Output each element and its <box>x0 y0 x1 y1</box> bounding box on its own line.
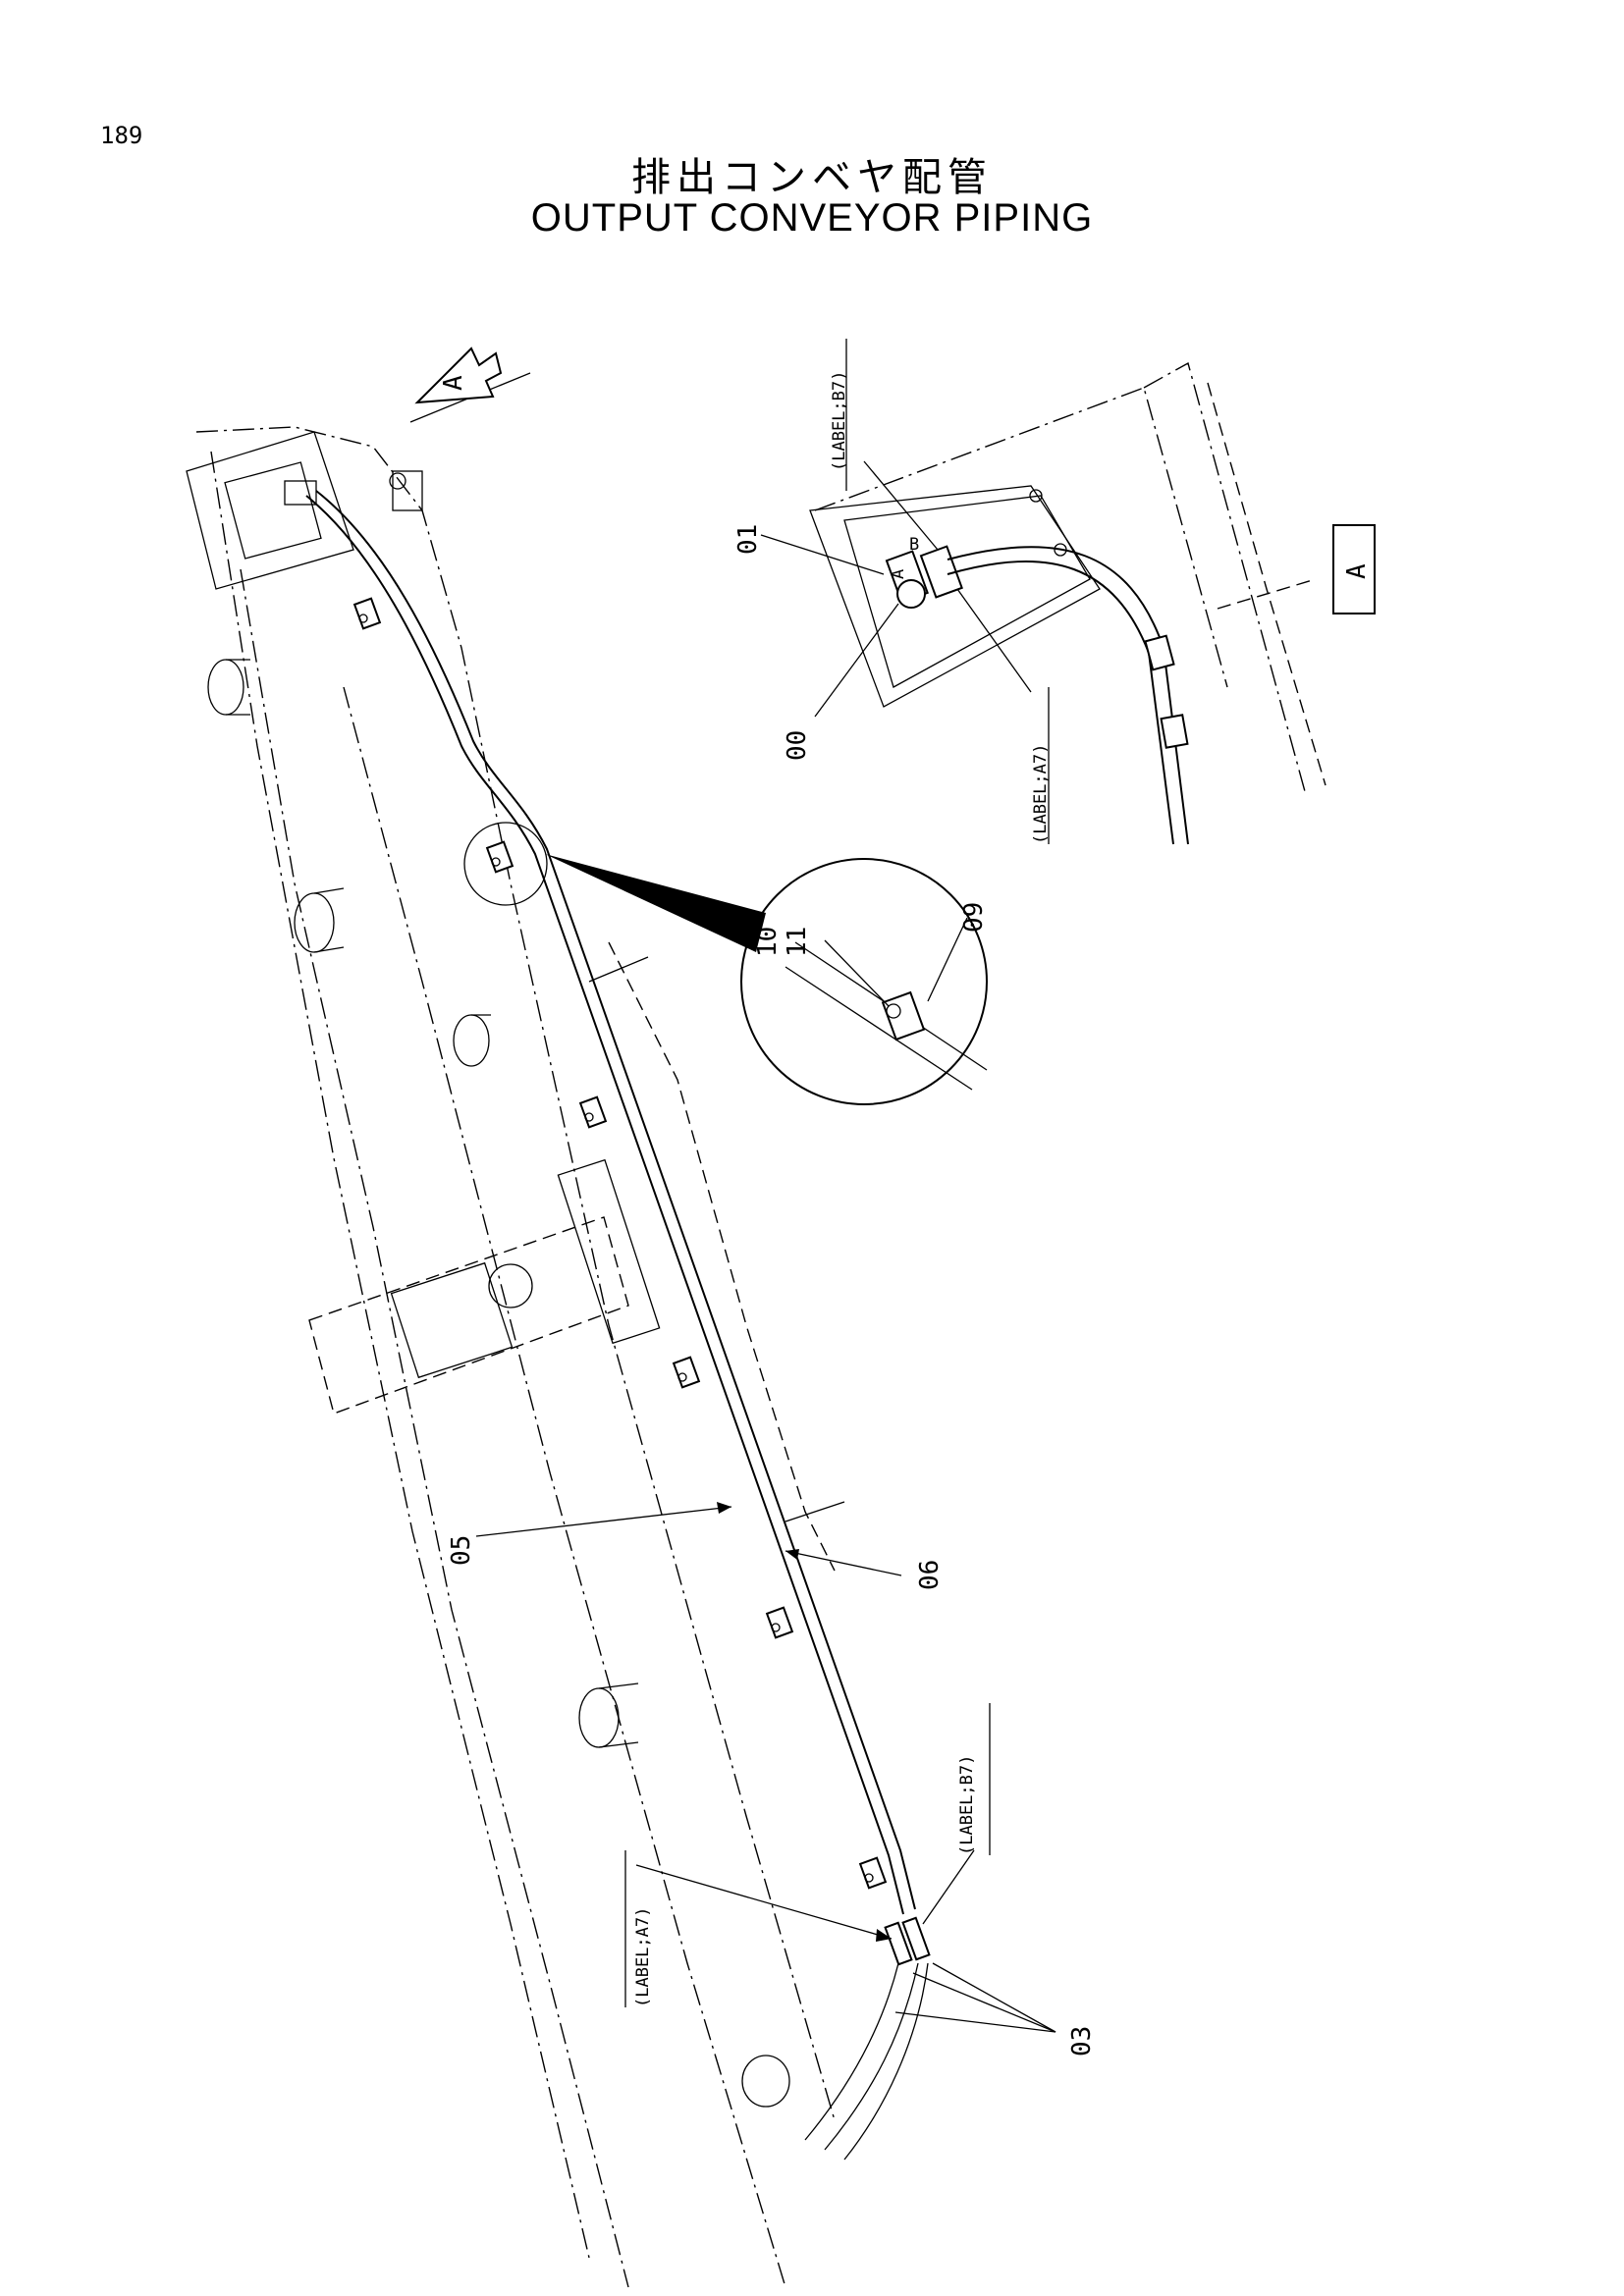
leader-b7-bottom <box>922 1849 975 1925</box>
detail-source-circle <box>463 822 548 906</box>
bracket-plate <box>390 1261 514 1379</box>
end-block <box>186 431 423 590</box>
hose-line-05 <box>305 495 904 1915</box>
hose-run <box>305 490 931 2161</box>
callout-03: 03 <box>1067 2026 1097 2056</box>
boss-5 <box>741 2055 790 2108</box>
fitting-b7-bottom <box>901 1916 931 1961</box>
frame-detail-top <box>588 956 649 983</box>
end-block-inner <box>224 461 322 560</box>
hose-line-06 <box>315 490 916 1910</box>
clamp-detail: 10 11 09 <box>463 822 989 1105</box>
fitting-label-a: A <box>889 569 908 579</box>
boss-3 <box>453 1014 491 1067</box>
conveyor-frame <box>195 426 845 2288</box>
frame-line-2 <box>240 568 629 2288</box>
callout-01: 01 <box>733 524 763 555</box>
callout-09: 09 <box>959 902 989 933</box>
bolt-top <box>389 472 406 490</box>
callouts-main: 05 06 <box>447 1502 945 1590</box>
frame-line-5 <box>608 941 836 1572</box>
leader-03-a <box>912 1972 1056 2033</box>
mounting-bosses <box>207 659 790 2108</box>
view-a-cross <box>1217 578 1317 610</box>
fitting-00-nut <box>896 579 926 609</box>
leader-a7-bottom <box>635 1864 893 1940</box>
label-b7-bottom: (LABEL;B7) <box>957 1755 977 1855</box>
view-a-label-box <box>1332 524 1376 614</box>
clamp-2 <box>485 840 514 874</box>
view-a-clamp-1 <box>1144 634 1175 671</box>
clamp-6 <box>858 1856 888 1890</box>
label-a7-top: (LABEL;A7) <box>1031 744 1051 844</box>
callout-10: 10 <box>753 927 783 957</box>
clamp-4 <box>672 1356 701 1389</box>
bracket-top <box>392 470 423 511</box>
frame-line-1 <box>195 426 836 2121</box>
view-a-hose-1 <box>947 546 1189 845</box>
hose-fitting-top <box>284 480 317 506</box>
detail-circle <box>740 858 988 1105</box>
detail-view-a: A B 01 00 (LABEL;B7) (LABEL;A7) A <box>733 339 1376 845</box>
frame-line-3 <box>210 451 590 2259</box>
clamp-5 <box>765 1606 794 1639</box>
side-bracket <box>308 1158 661 1415</box>
fitting-a7-bottom <box>884 1921 913 1966</box>
view-a-arrow: A <box>409 347 531 423</box>
callout-11: 11 <box>783 927 812 957</box>
title-japanese: 排出コンベヤ配管 <box>631 155 993 200</box>
callout-00: 00 <box>783 730 812 761</box>
boss-1 <box>207 659 250 716</box>
view-a-outline-2 <box>1143 361 1307 796</box>
view-a-clamp-2 <box>1160 714 1189 749</box>
bracket-hole <box>488 1263 533 1308</box>
leader-06 <box>785 1550 902 1576</box>
bracket-arm <box>557 1158 661 1345</box>
clamp-1 <box>352 597 382 630</box>
detail-bolt <box>886 1003 901 1019</box>
fitting-01 <box>919 545 963 599</box>
leader-09 <box>927 917 968 1002</box>
boss-4 <box>578 1682 639 1748</box>
leader-03-c <box>894 2011 1056 2033</box>
frame-line-4 <box>343 686 786 2288</box>
hose-exit-1 <box>804 1962 899 2141</box>
leader-a7-top <box>956 588 1032 693</box>
view-a-outline-1 <box>814 387 1228 688</box>
view-a-hose-2 <box>947 561 1174 845</box>
hose-exit-2 <box>824 1962 919 2151</box>
view-a-arrow-label: A <box>439 375 468 391</box>
leader-b7-top <box>863 460 939 551</box>
detail-hose-2 <box>785 966 973 1091</box>
callout-05: 05 <box>447 1535 476 1566</box>
leader-00 <box>814 603 899 718</box>
view-a-outline-3 <box>1207 382 1326 786</box>
leader-01 <box>760 534 885 575</box>
callouts-bottom: (LABEL;A7) (LABEL;B7) 03 <box>624 1703 1097 2056</box>
label-b7-top: (LABEL;B7) <box>830 371 849 471</box>
view-a-plate-inner <box>843 495 1091 688</box>
hose-exit-3 <box>843 1962 929 2161</box>
frame-detail-bottom <box>785 1501 845 1522</box>
page-number: 189 <box>100 122 143 149</box>
leader-03-b <box>932 1962 1056 2033</box>
callout-06: 06 <box>915 1560 945 1590</box>
view-a-plate <box>809 485 1101 708</box>
title-english: OUTPUT CONVEYOR PIPING <box>530 196 1094 240</box>
bracket-outline <box>308 1216 629 1415</box>
fitting-label-b: B <box>909 535 919 555</box>
boss-2 <box>294 887 345 953</box>
detail-pointer <box>545 854 766 952</box>
clamp-3 <box>578 1095 608 1129</box>
leader-05 <box>475 1506 732 1537</box>
end-block-outline <box>186 431 354 590</box>
view-a-label: A <box>1342 563 1372 579</box>
view-a-arrow-shape <box>414 347 503 404</box>
leader-10-11 <box>824 939 890 1007</box>
label-a7-bottom: (LABEL;A7) <box>633 1907 653 2007</box>
